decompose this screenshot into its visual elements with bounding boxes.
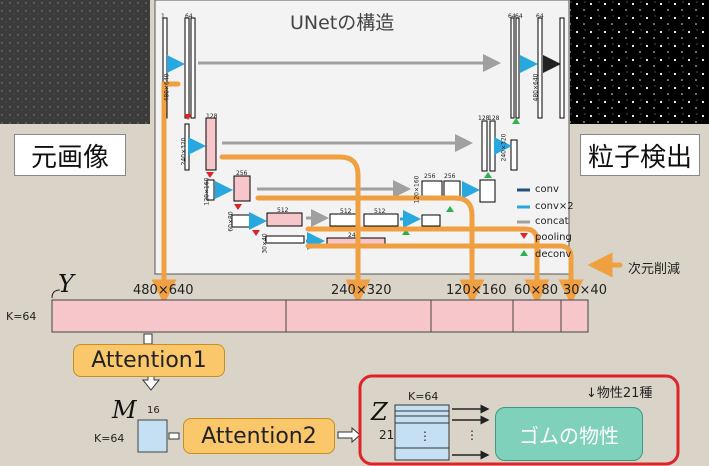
l4-dimension: 60×80 xyxy=(228,211,235,231)
enc-l5-pool xyxy=(266,236,304,243)
r5-channel: 24 xyxy=(348,232,356,239)
m-block xyxy=(138,420,167,452)
r3-channel-b: 256 xyxy=(444,173,455,180)
r3-dimension: 120×160 xyxy=(413,176,420,204)
l3-dimension: 120×160 xyxy=(203,178,210,206)
z-arrow-dots: ⋮ xyxy=(466,428,478,442)
legend-pooling: pooling xyxy=(535,232,572,243)
legend-deconv: deconv xyxy=(535,249,571,260)
l4-channel-count: 512 xyxy=(277,207,288,214)
enc-l3-conv xyxy=(234,176,250,201)
l1-channel-count: 64 xyxy=(185,13,193,20)
legend-reduce: 次元削減 xyxy=(628,258,680,277)
gum-property-box: ゴムの物性 xyxy=(495,407,643,461)
attn2-to-z-arrow xyxy=(338,428,360,442)
dec-l1-a xyxy=(511,18,514,118)
l2-dimension: 240×320 xyxy=(180,138,187,166)
input-image-label: 元画像 xyxy=(14,134,126,176)
l5-dimension: 30×40 xyxy=(262,233,269,253)
r1-dimension: 480×640 xyxy=(532,74,539,102)
output-image xyxy=(570,0,709,124)
dec-l4-up xyxy=(422,215,440,226)
r1-channel-b: 64 xyxy=(515,13,523,20)
y-segment-60: 60×80 xyxy=(514,283,558,298)
dec-l1-b xyxy=(516,18,519,118)
y-segment-30: 30×40 xyxy=(563,283,607,298)
input-image xyxy=(0,0,150,124)
attention1-box: Attention1 xyxy=(73,344,225,377)
attention2-box: Attention2 xyxy=(183,418,335,454)
m-symbol: M xyxy=(112,396,137,424)
y-symbol: Y xyxy=(58,270,74,298)
legend-concat: concat xyxy=(535,216,569,227)
r3-channel-a: 256 xyxy=(424,173,435,180)
dec-l1-c xyxy=(538,18,542,118)
dec-l2-a xyxy=(482,121,487,171)
enc-l2-conv xyxy=(206,118,216,170)
enc-l1-b xyxy=(191,18,195,118)
dec-l2-c xyxy=(511,140,517,170)
r4-channel-a: 512 xyxy=(340,208,351,215)
output-image-label: 粒子検出 xyxy=(580,134,700,176)
m-k-label: K=64 xyxy=(94,432,124,445)
y-segment-480: 480×640 xyxy=(133,283,194,298)
y-k-label: K=64 xyxy=(6,310,36,323)
r2-dimension: 240×320 xyxy=(500,134,507,162)
dec-l1-d xyxy=(560,18,564,118)
z-k-label: K=64 xyxy=(408,390,438,403)
r2-channel-b: 128 xyxy=(488,115,499,122)
m-to-attn2-arrow xyxy=(169,433,179,439)
z-symbol: Z xyxy=(371,398,388,426)
l3-channel-count: 256 xyxy=(236,170,247,177)
legend-conv: conv xyxy=(535,184,559,195)
z-n-label: 21 xyxy=(379,428,394,442)
unet-title: UNetの構造 xyxy=(290,8,394,35)
y-segment-120: 120×160 xyxy=(446,283,507,298)
legend-conv2: conv×2 xyxy=(535,201,574,212)
r1-channel-c: 64 xyxy=(536,13,544,20)
r4-channel-b: 512 xyxy=(374,208,385,215)
y-segment-240: 240×320 xyxy=(331,283,392,298)
dec-l4-b xyxy=(364,214,398,226)
l2-channel-count: 128 xyxy=(206,113,217,120)
enc-l4-pool xyxy=(232,215,250,227)
property-count-note: ↓物性21種 xyxy=(586,382,652,401)
l1-dimension: 480×640 xyxy=(163,74,170,102)
enc-l4-conv xyxy=(267,213,302,226)
enc-l1-a xyxy=(185,18,189,118)
dec-l3-c xyxy=(480,180,495,202)
dec-l2-b xyxy=(490,121,495,171)
z-dots: ⋮ xyxy=(419,429,431,443)
m-n-label: 16 xyxy=(147,405,160,416)
l1-in-count: 1 xyxy=(161,13,165,20)
